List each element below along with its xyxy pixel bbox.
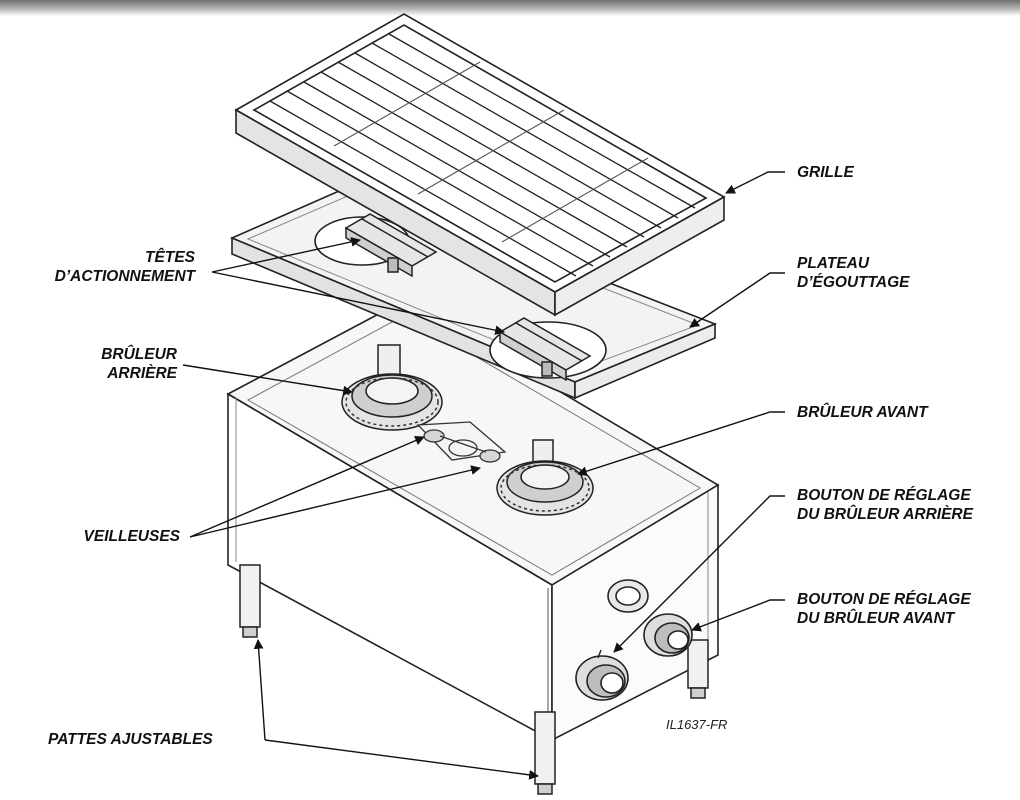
label-bouton-avant: BOUTON DE RÉGLAGE DU BRÛLEUR AVANT: [797, 590, 971, 628]
rear-burner: [341, 344, 443, 431]
label-plateau-line1: PLATEAU: [797, 255, 870, 272]
knob-rear: [575, 655, 629, 701]
label-bouton-arriere-line1: BOUTON DE RÉGLAGE: [797, 487, 971, 504]
grille-grate: [234, 13, 726, 317]
leader-bruleur-avant: [577, 411, 785, 476]
leader-veilleuses-rear: [189, 435, 425, 538]
leader-veilleuses-front: [189, 465, 481, 538]
header-band: [0, 0, 1020, 16]
front-burner: [496, 439, 594, 516]
knob-front: [643, 613, 693, 657]
label-plateau: PLATEAU D’ÉGOUTTAGE: [797, 254, 910, 292]
leader-lines: [182, 171, 785, 780]
pilot-window: [597, 579, 649, 659]
leader-pattes-front: [264, 739, 539, 780]
label-bruleur-arriere-line2: ARRIÈRE: [107, 365, 177, 382]
actuator-head-rear: [344, 213, 438, 278]
label-tetes-line1: TÊTES: [145, 249, 195, 266]
actuator-head-front: [498, 317, 592, 382]
label-plateau-line2: D’ÉGOUTTAGE: [797, 274, 910, 291]
leader-bruleur-arriere: [182, 364, 353, 396]
label-bruleur-arriere-line1: BRÛLEUR: [101, 346, 177, 363]
leader-pattes-rear: [253, 639, 266, 741]
leader-tetes-front: [211, 271, 505, 336]
label-bruleur-arriere: BRÛLEUR ARRIÈRE: [101, 345, 177, 383]
leader-grille: [725, 171, 785, 194]
label-bouton-avant-line2: DU BRÛLEUR AVANT: [797, 610, 955, 627]
label-veilleuses: VEILLEUSES: [83, 528, 180, 545]
label-bruleur-avant: BRÛLEUR AVANT: [797, 404, 928, 421]
label-bouton-arriere: BOUTON DE RÉGLAGE DU BRÛLEUR ARRIÈRE: [797, 486, 973, 524]
figure-reference: IL1637-FR: [666, 717, 728, 732]
leader-bouton-arriere: [613, 495, 785, 653]
label-tetes-line2: D’ACTIONNEMENT: [54, 268, 195, 285]
label-grille: GRILLE: [797, 164, 854, 181]
label-bouton-avant-line1: BOUTON DE RÉGLAGE: [797, 591, 971, 608]
pilot-assembly: [416, 421, 507, 463]
leader-plateau: [689, 272, 785, 328]
leader-bouton-avant: [691, 599, 785, 632]
label-tetes: TÊTES D’ACTIONNEMENT: [55, 248, 195, 286]
label-pattes-ajustables: PATTES AJUSTABLES: [48, 731, 213, 748]
label-bouton-arriere-line2: DU BRÛLEUR ARRIÈRE: [797, 506, 973, 523]
legs: [239, 564, 709, 795]
leader-tetes-rear: [211, 237, 361, 273]
